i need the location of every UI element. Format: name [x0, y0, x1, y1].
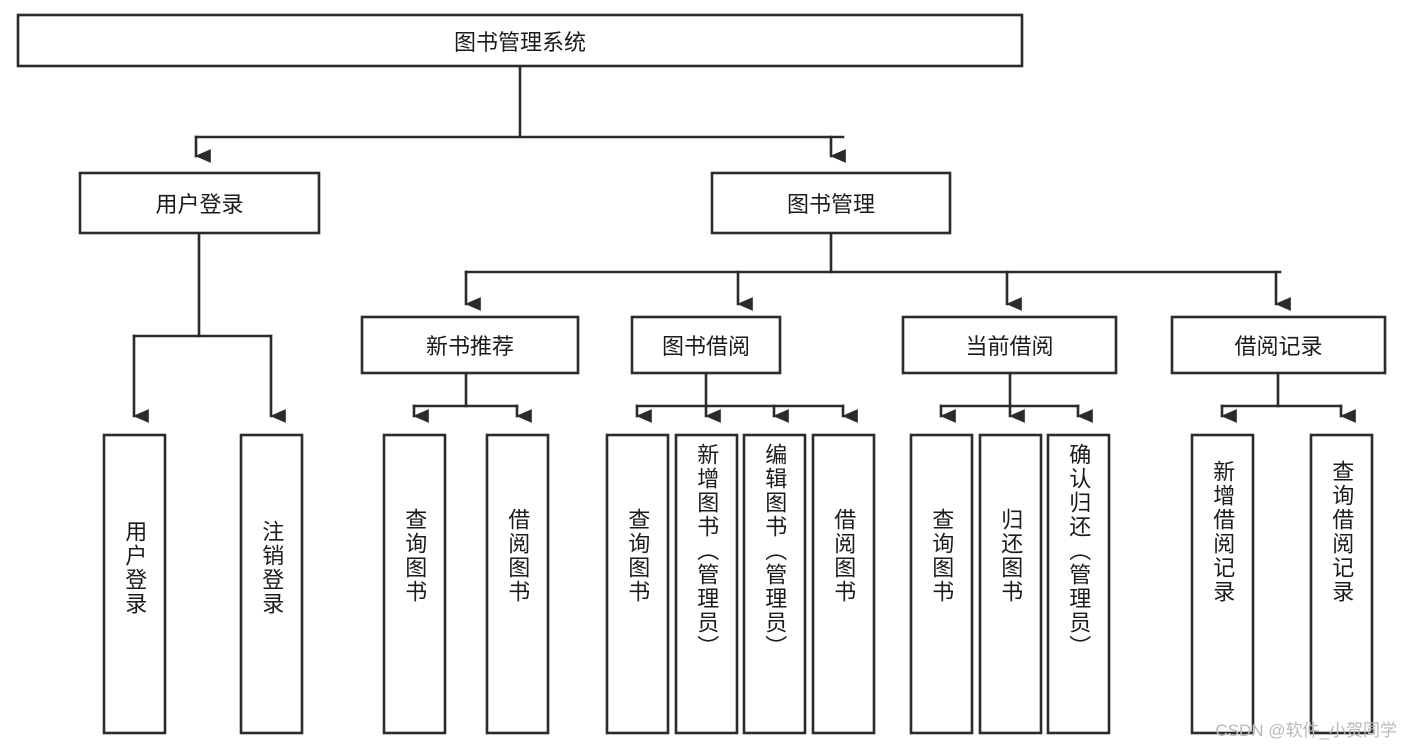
- connector-current-borrow-to-leaves: [939, 371, 1093, 423]
- connector-book-management-to-level3: [464, 231, 1291, 311]
- connector-borrow-record-to-leaves: [1220, 371, 1356, 423]
- leaf-borrow-record-1[interactable]: [1309, 433, 1374, 735]
- leaf-current-borrow-1[interactable]: [978, 433, 1043, 735]
- leaf-book-borrow-0[interactable]: [605, 433, 670, 735]
- node-book-management[interactable]: [710, 171, 952, 235]
- leaf-user-login-1[interactable]: [239, 433, 304, 735]
- leaf-book-borrow-1[interactable]: [674, 433, 739, 735]
- node-book-borrow[interactable]: [630, 315, 782, 375]
- connector-new-book-to-leaves: [412, 371, 532, 423]
- connector-user-login-to-leaves: [132, 231, 286, 423]
- node-root[interactable]: [16, 13, 1024, 68]
- node-current-borrow[interactable]: [901, 315, 1118, 375]
- node-new-book-recommend[interactable]: [360, 315, 580, 375]
- node-borrow-record[interactable]: [1170, 315, 1387, 375]
- connector-root-to-level2: [194, 64, 846, 163]
- leaf-current-borrow-0[interactable]: [909, 433, 974, 735]
- leaf-new-book-1[interactable]: [485, 433, 550, 735]
- leaf-current-borrow-2[interactable]: [1046, 433, 1111, 735]
- leaf-book-borrow-2[interactable]: [742, 433, 807, 735]
- leaf-new-book-0[interactable]: [382, 433, 447, 735]
- node-user-login[interactable]: [78, 171, 321, 235]
- leaf-user-login-0[interactable]: [102, 433, 167, 735]
- leaf-book-borrow-3[interactable]: [811, 433, 876, 735]
- connector-book-borrow-to-leaves: [635, 371, 858, 423]
- leaf-borrow-record-0[interactable]: [1190, 433, 1255, 735]
